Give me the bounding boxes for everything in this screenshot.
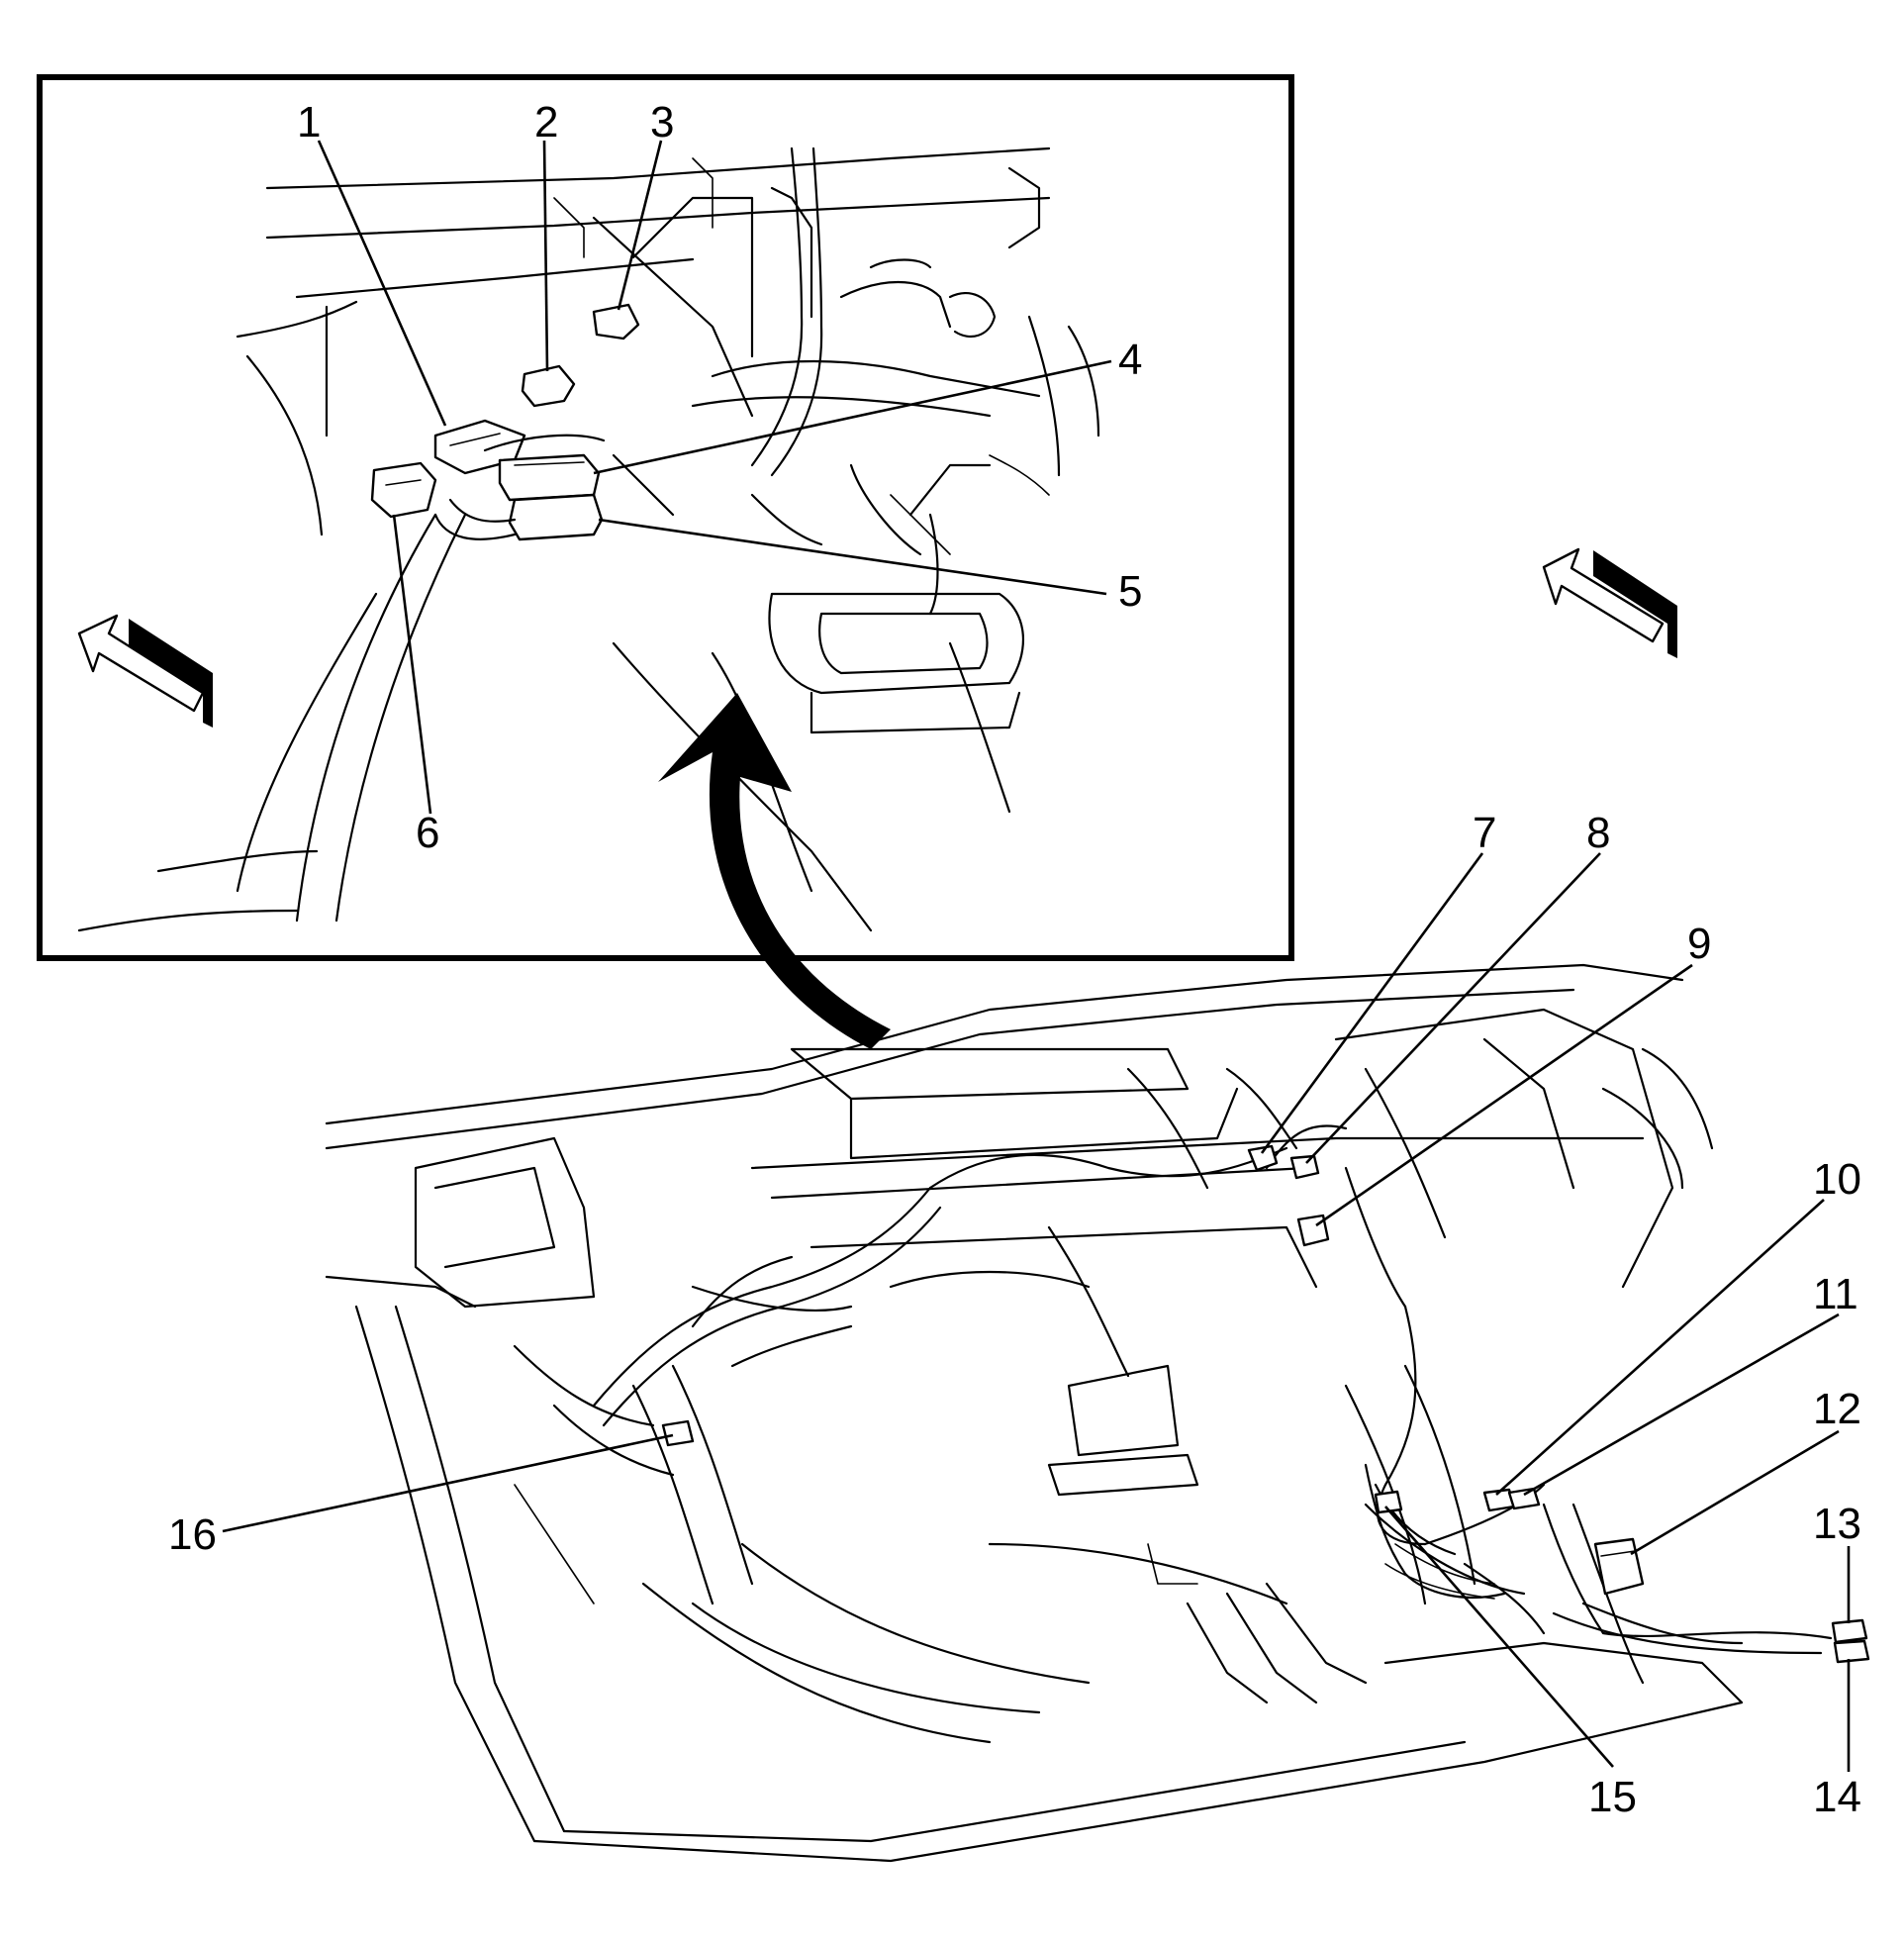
- callout-5: 5: [1118, 567, 1142, 616]
- callout-16: 16: [168, 1510, 217, 1559]
- connector-5: [508, 493, 604, 541]
- callout-1: 1: [297, 98, 321, 146]
- inset-structure-lines: [77, 146, 1100, 932]
- connector-4: [498, 453, 601, 502]
- connector-8: [1289, 1154, 1320, 1180]
- connector-6: [370, 461, 437, 519]
- callout-14: 14: [1813, 1773, 1861, 1821]
- connector-3: [592, 303, 640, 340]
- callout-12: 12: [1813, 1385, 1861, 1433]
- callout-4: 4: [1118, 336, 1142, 384]
- curved-zoom-arrow-icon: [658, 693, 891, 1049]
- connector-16: [661, 1419, 695, 1447]
- main-leader-lines: [222, 852, 1851, 1772]
- callout-13: 13: [1813, 1500, 1861, 1548]
- harness-loop: [433, 434, 606, 540]
- connector-14: [1833, 1639, 1870, 1664]
- callout-9: 9: [1687, 920, 1711, 968]
- callout-2: 2: [534, 98, 558, 146]
- callout-7: 7: [1473, 809, 1496, 857]
- callout-8: 8: [1586, 809, 1610, 857]
- front-direction-arrow-icon: [77, 614, 213, 728]
- inset-leader-lines: [317, 140, 1112, 815]
- callout-15: 15: [1588, 1773, 1637, 1821]
- connector-11: [1507, 1487, 1541, 1510]
- connector-7: [1247, 1144, 1279, 1172]
- callout-10: 10: [1813, 1155, 1861, 1204]
- main-view: 7 8 9 10 11 12 13 14 15 16: [168, 547, 1870, 1863]
- callout-6: 6: [416, 809, 439, 857]
- connector-12: [1593, 1537, 1645, 1596]
- front-direction-arrow-icon: [1542, 547, 1677, 658]
- callout-3: 3: [650, 98, 674, 146]
- callout-11: 11: [1813, 1270, 1858, 1318]
- inset-detail-view: 1 2 3 4 5 6: [37, 74, 1294, 961]
- connector-15: [1374, 1490, 1403, 1514]
- inset-frame: [37, 74, 1294, 961]
- dash-structure-lines: [325, 963, 1744, 1863]
- connector-13: [1831, 1618, 1868, 1644]
- connector-2: [521, 364, 576, 408]
